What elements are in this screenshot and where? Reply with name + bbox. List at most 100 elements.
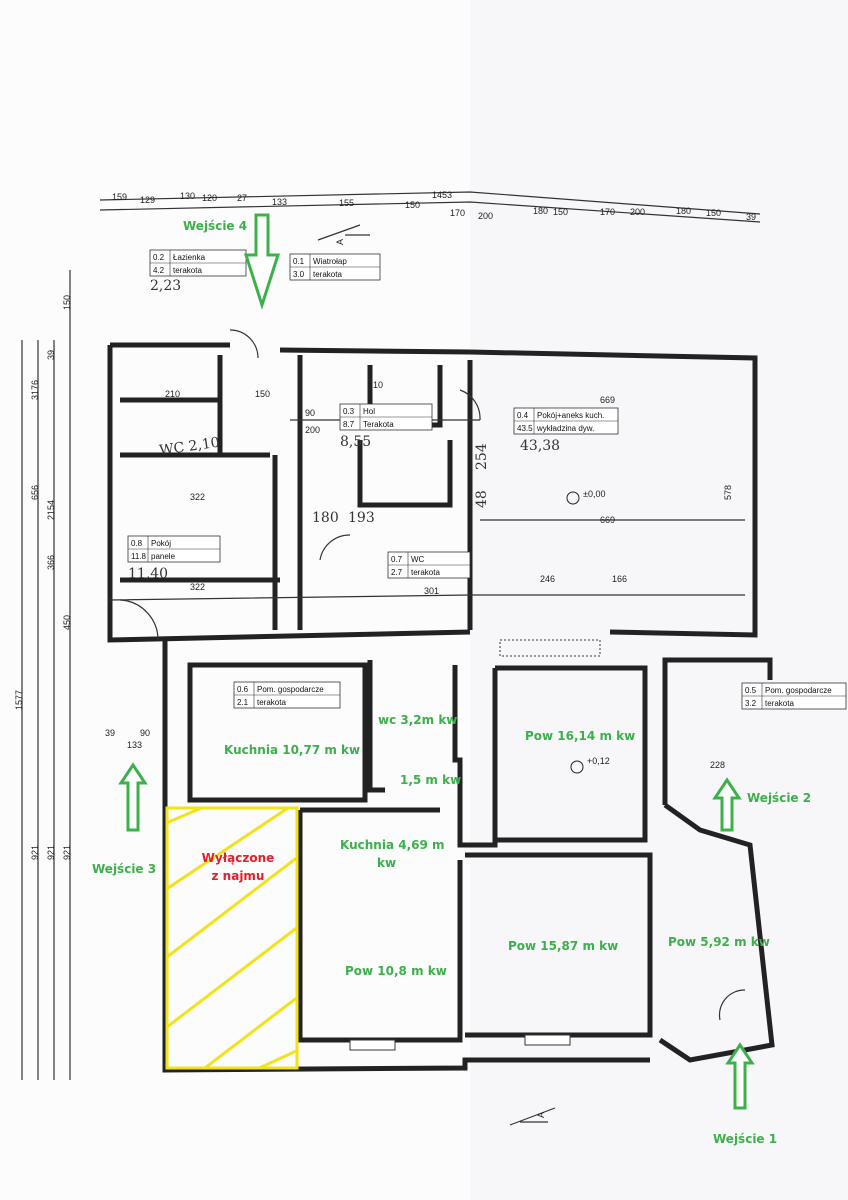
svg-text:11,40: 11,40: [128, 566, 168, 582]
svg-text:terakota: terakota: [257, 698, 286, 707]
room-table: 0.7 WC 2.7 terakota: [387, 551, 471, 579]
svg-text:Kuchnia 4,69 m: Kuchnia 4,69 m: [340, 838, 445, 852]
svg-text:129: 129: [140, 195, 155, 205]
svg-text:48: 48: [474, 490, 490, 508]
svg-text:180: 180: [533, 206, 548, 216]
svg-text:Wejście 2: Wejście 2: [747, 791, 811, 805]
level-marker-icon: [570, 760, 584, 774]
svg-text:669: 669: [600, 395, 615, 405]
arrow-up-icon: [712, 777, 742, 832]
svg-text:1453: 1453: [432, 190, 452, 200]
entrances: Wejście 1 Wejście 2 Wejście 3 Wejście 4: [92, 213, 811, 1146]
svg-text:11.8: 11.8: [131, 552, 147, 561]
svg-text:terakota: terakota: [411, 568, 440, 577]
svg-text:301: 301: [424, 586, 439, 596]
svg-text:Pow 10,8 m kw: Pow 10,8 m kw: [345, 964, 447, 978]
arrow-up-icon: [725, 1042, 755, 1110]
svg-text:Wyłączone: Wyłączone: [202, 851, 275, 865]
svg-text:panele: panele: [151, 552, 176, 561]
svg-text:kw: kw: [377, 856, 396, 870]
svg-text:133: 133: [272, 197, 287, 207]
svg-text:254: 254: [474, 443, 490, 470]
svg-text:wykładzina dyw.: wykładzina dyw.: [536, 424, 594, 433]
svg-text:210: 210: [165, 389, 180, 399]
svg-text:±0,00: ±0,00: [583, 489, 605, 499]
svg-text:921: 921: [30, 845, 40, 860]
svg-text:150: 150: [405, 200, 420, 210]
svg-text:WC: WC: [411, 555, 425, 564]
svg-text:Terakota: Terakota: [363, 420, 394, 429]
svg-text:Kuchnia 10,77 m kw: Kuchnia 10,77 m kw: [224, 743, 360, 757]
svg-text:120: 120: [202, 193, 217, 203]
svg-text:Pokój: Pokój: [151, 539, 171, 548]
svg-text:2154: 2154: [46, 500, 56, 520]
svg-text:155: 155: [339, 198, 354, 208]
svg-text:3.2: 3.2: [745, 699, 757, 708]
svg-text:170: 170: [450, 208, 465, 218]
svg-text:43,38: 43,38: [520, 438, 560, 454]
svg-text:170: 170: [600, 207, 615, 217]
svg-text:150: 150: [706, 208, 721, 218]
svg-text:166: 166: [612, 574, 627, 584]
svg-text:Wejście 3: Wejście 3: [92, 862, 156, 876]
svg-text:3176: 3176: [30, 380, 40, 400]
arrow-up-icon: [118, 762, 148, 832]
svg-text:8,55: 8,55: [340, 434, 371, 450]
svg-text:27: 27: [237, 193, 247, 203]
room-table: 0.8 Pokój 11.8 panele: [127, 535, 221, 563]
svg-text:wc 3,2m kw: wc 3,2m kw: [378, 713, 457, 727]
svg-text:133: 133: [127, 740, 142, 750]
svg-text:193: 193: [348, 510, 375, 526]
svg-text:228: 228: [710, 760, 725, 770]
arrow-down-icon: [243, 213, 281, 310]
svg-text:656: 656: [30, 485, 40, 500]
svg-text:450: 450: [62, 615, 72, 630]
svg-text:39: 39: [105, 728, 115, 738]
section-marks: A A: [317, 224, 556, 1126]
svg-text:39: 39: [746, 212, 756, 222]
svg-text:3.0: 3.0: [293, 270, 305, 279]
svg-text:8.7: 8.7: [343, 420, 355, 429]
svg-text:Wejście 4: Wejście 4: [183, 219, 247, 233]
svg-text:terakota: terakota: [765, 699, 794, 708]
svg-text:0.8: 0.8: [131, 539, 143, 548]
svg-text:Pom. gospodarcze: Pom. gospodarcze: [765, 686, 832, 695]
excluded-area: Wyłączone z najmu: [165, 806, 299, 1070]
svg-text:Pow 15,87 m kw: Pow 15,87 m kw: [508, 939, 618, 953]
svg-text:322: 322: [190, 582, 205, 592]
svg-text:0.2: 0.2: [153, 253, 165, 262]
entrance-4: Wejście 4: [183, 213, 281, 310]
lower-walls: [162, 640, 775, 1073]
inner-dimensions: 669 669 578 322 322 246 166 310 210 150 …: [105, 380, 733, 770]
side-dimension-lines: 150 39 3176 656 2154 366 450 1577 921 92…: [14, 270, 72, 1080]
svg-text:0.1: 0.1: [293, 257, 305, 266]
svg-text:Łazienka: Łazienka: [173, 253, 206, 262]
svg-text:2,23: 2,23: [150, 278, 181, 294]
svg-text:90: 90: [305, 408, 315, 418]
svg-text:z najmu: z najmu: [212, 869, 265, 883]
svg-text:2.7: 2.7: [391, 568, 403, 577]
top-dimension-line: 159 129 130 120 27 133 155 150 1453 170 …: [99, 190, 761, 223]
entrance-2: Wejście 2: [712, 777, 811, 832]
svg-text:200: 200: [305, 425, 320, 435]
svg-text:246: 246: [540, 574, 555, 584]
svg-text:43.5: 43.5: [517, 424, 533, 433]
svg-text:200: 200: [478, 211, 493, 221]
svg-text:0.7: 0.7: [391, 555, 403, 564]
svg-text:322: 322: [190, 492, 205, 502]
svg-text:366: 366: [46, 555, 56, 570]
svg-text:Pokój+aneks kuch.: Pokój+aneks kuch.: [537, 411, 604, 420]
svg-text:A: A: [536, 1112, 546, 1118]
svg-text:1577: 1577: [14, 690, 24, 710]
svg-text:Wiatrołap: Wiatrołap: [313, 257, 347, 266]
svg-text:0.6: 0.6: [237, 685, 249, 694]
svg-text:+0,12: +0,12: [587, 756, 610, 766]
svg-text:921: 921: [62, 845, 72, 860]
